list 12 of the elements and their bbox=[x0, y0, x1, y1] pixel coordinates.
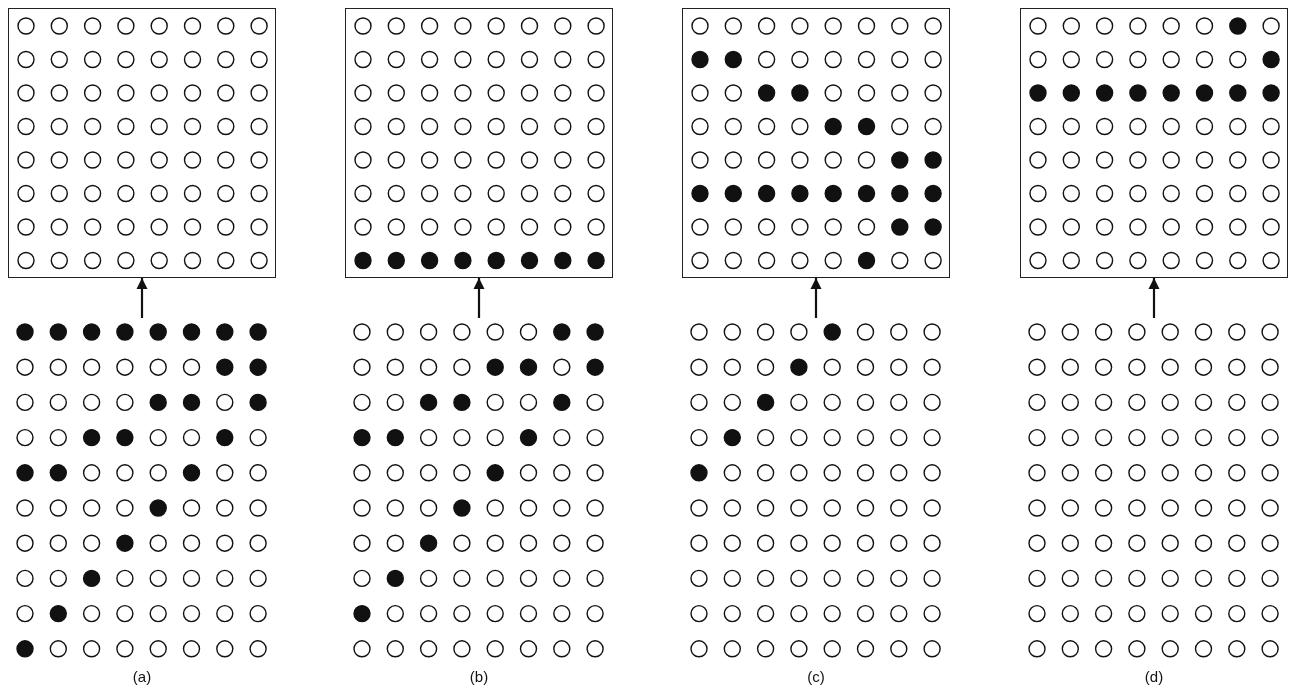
panel-label: (a) bbox=[132, 668, 152, 685]
panel-label: (d) bbox=[1144, 668, 1164, 685]
panel-label: (b) bbox=[469, 668, 489, 685]
dot-matrix-display bbox=[8, 8, 276, 278]
arrow bbox=[810, 278, 822, 318]
dot-matrix-display bbox=[345, 8, 613, 278]
arrow bbox=[1148, 278, 1160, 318]
arrow bbox=[136, 278, 148, 318]
arrow bbox=[473, 278, 485, 318]
dot-matrix-display bbox=[682, 8, 950, 278]
dot-matrix-display bbox=[1020, 8, 1288, 278]
panel-label: (c) bbox=[807, 668, 825, 685]
